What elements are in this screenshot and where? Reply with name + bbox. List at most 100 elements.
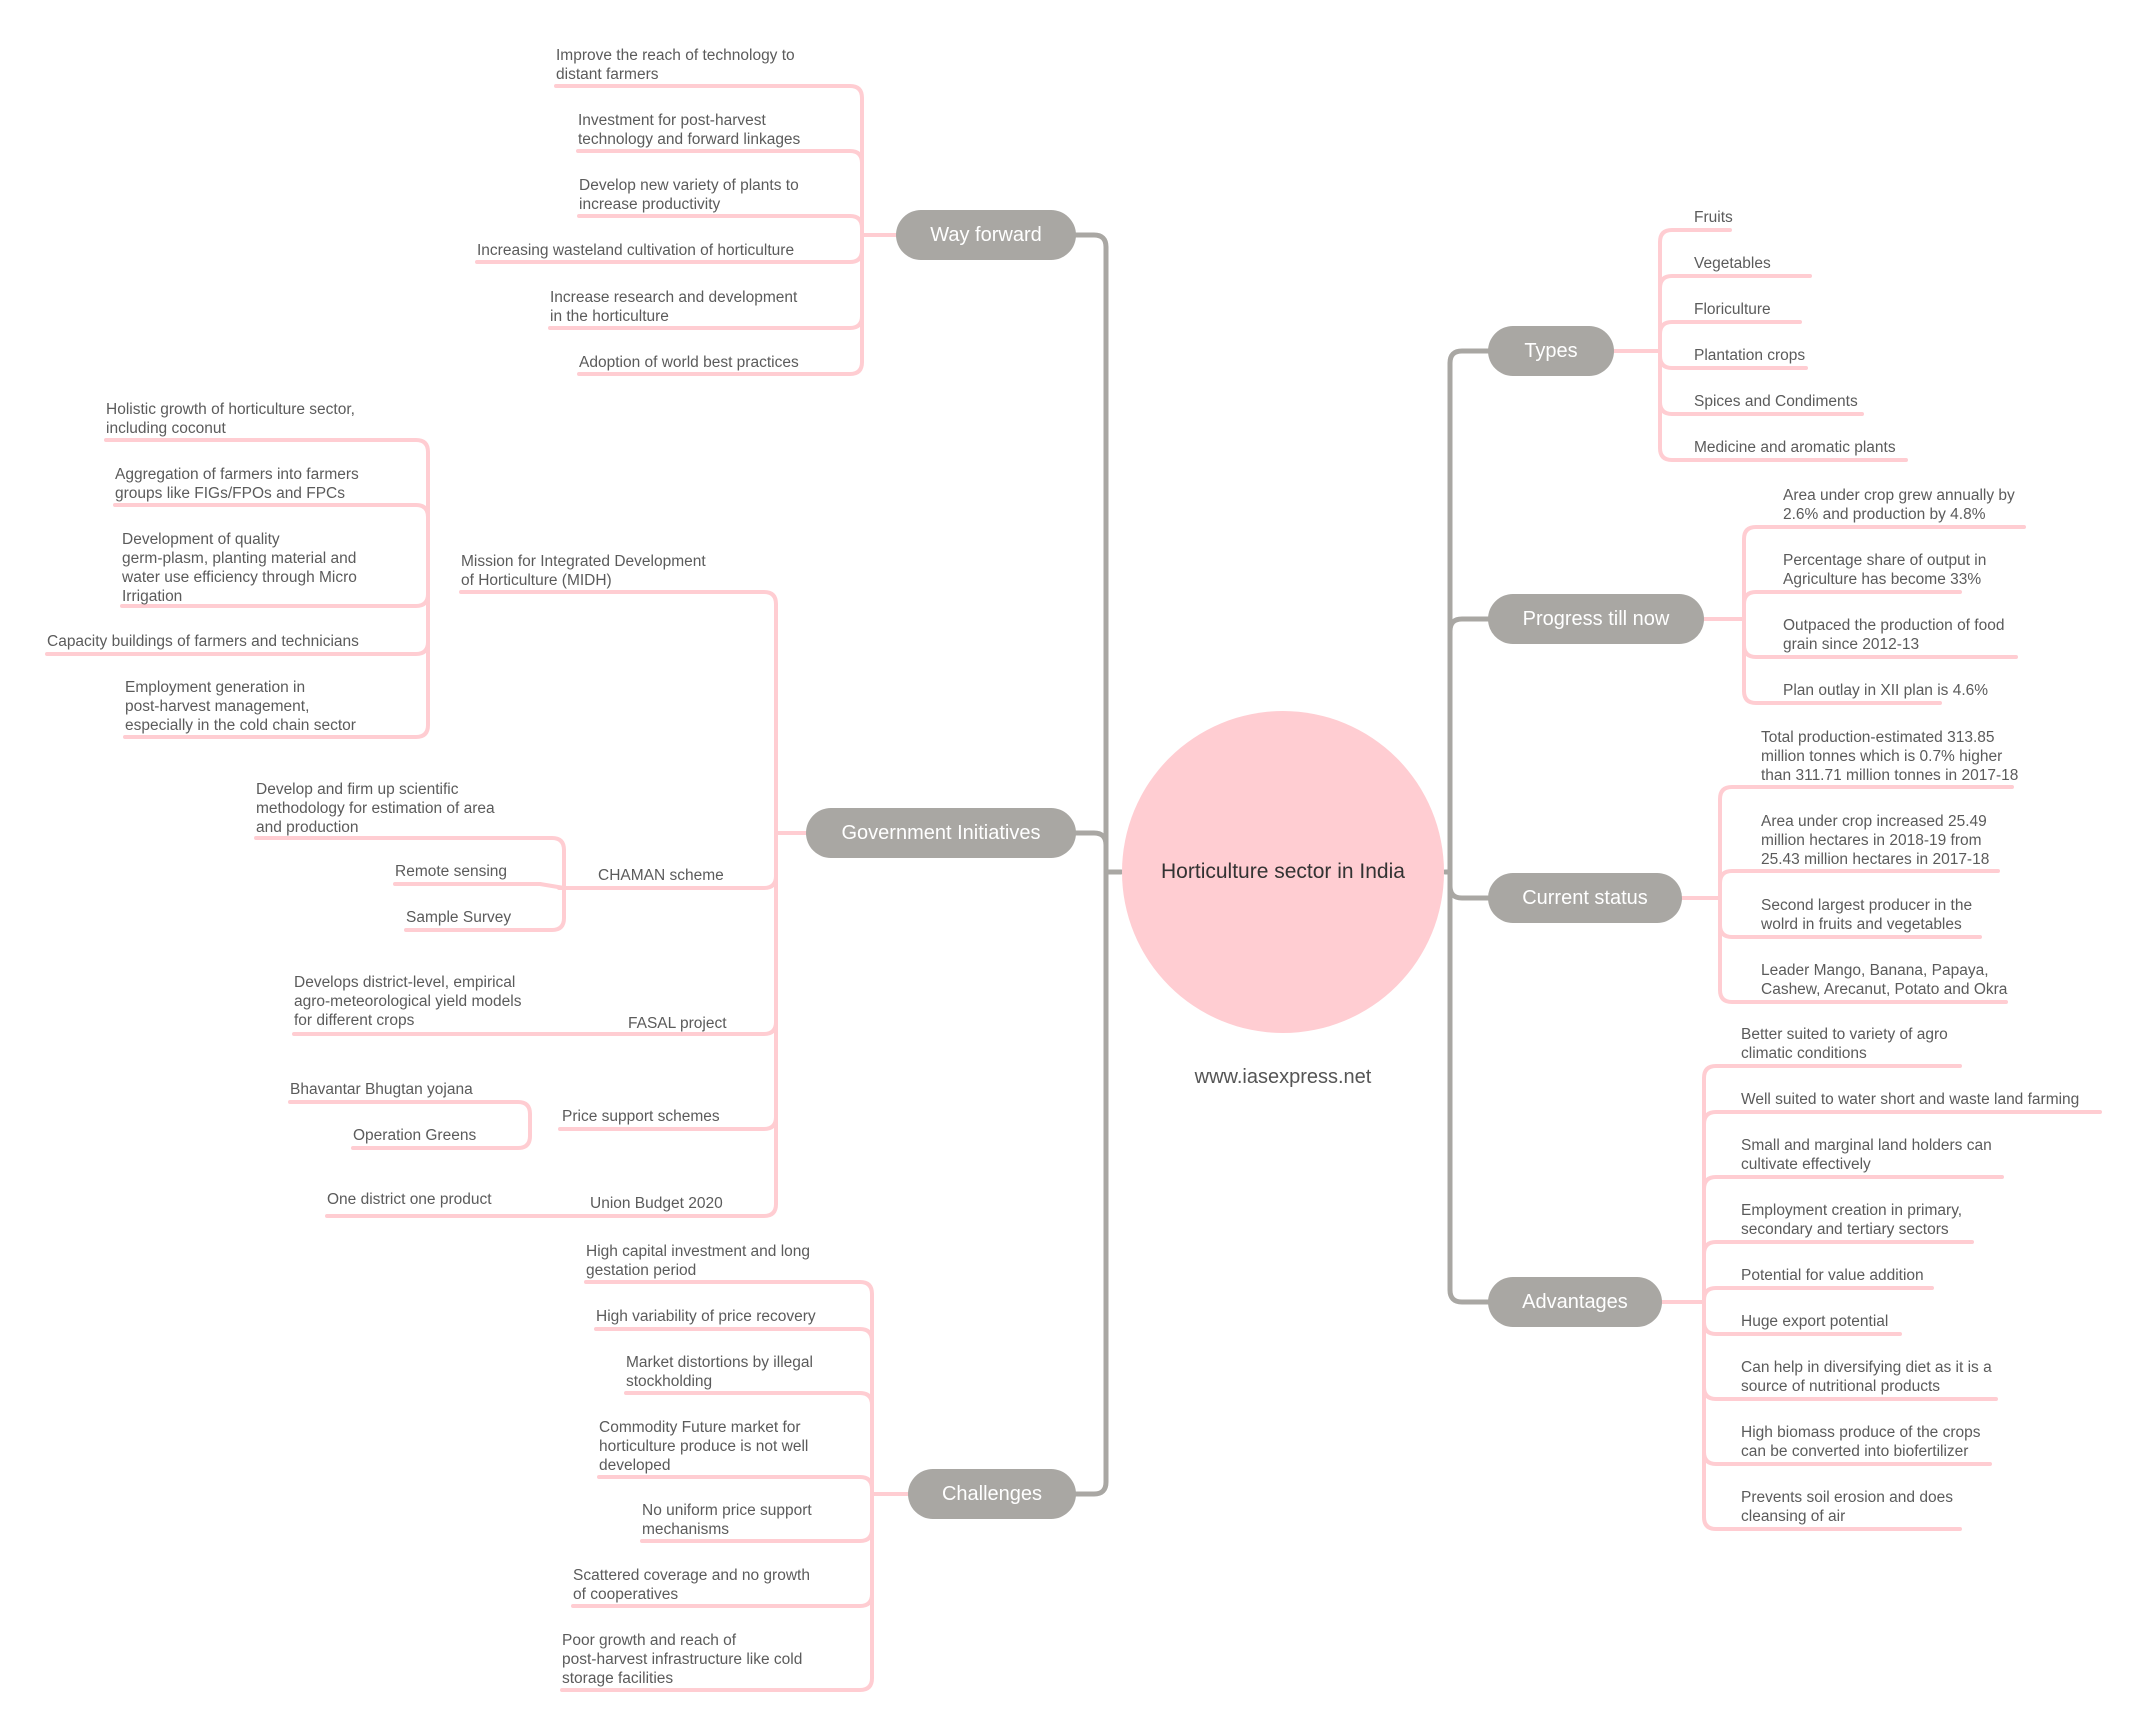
leaf-topic[interactable]: Operation Greens xyxy=(353,1127,477,1144)
leaf-connector xyxy=(1702,1286,1730,1304)
leaf-topic[interactable]: Medicine and aromatic plants xyxy=(1694,439,1896,456)
branch-connector xyxy=(1073,830,1109,875)
branch-connector xyxy=(1073,869,1109,1497)
leaf-topic[interactable]: Percentage share of output in Agricultur… xyxy=(1783,552,1987,588)
leaf-topic[interactable]: Adoption of world best practices xyxy=(579,354,799,371)
leaf-connector xyxy=(834,214,864,237)
leaf-topic[interactable]: Prevents soil erosion and does cleansing… xyxy=(1741,1489,1953,1525)
leaf-connector xyxy=(746,831,778,1218)
leaf-topic[interactable]: High capital investment and long gestati… xyxy=(586,1243,811,1279)
branch-label: Government Initiatives xyxy=(841,821,1041,844)
leaf-connector xyxy=(1702,1300,1730,1336)
leaf-connector xyxy=(1658,274,1686,353)
leaf-topic[interactable]: Plan outlay in XII plan is 4.6% xyxy=(1783,682,1989,699)
leaf-topic[interactable]: Floriculture xyxy=(1694,301,1771,318)
leaf-connector xyxy=(1702,1300,1730,1466)
leaf-connector xyxy=(834,84,864,237)
leaf-topic[interactable]: Second largest producer in the wolrd in … xyxy=(1761,897,1973,933)
leaf-connector xyxy=(400,438,430,594)
leaf-topic[interactable]: Better suited to variety of agro climati… xyxy=(1741,1026,1948,1062)
branch-connector xyxy=(1447,616,1491,875)
subtopic-union-budget[interactable]: Union Budget 2020 xyxy=(590,1195,723,1212)
leaf-topic[interactable]: Leader Mango, Banana, Papaya, Cashew, Ar… xyxy=(1761,962,2008,998)
branch-current-status[interactable]: Current status xyxy=(1488,873,1682,923)
leaf-connector xyxy=(1718,785,1750,900)
leaf-connector xyxy=(834,233,864,376)
leaf-topic[interactable]: Aggregation of farmers into farmers grou… xyxy=(115,466,359,502)
branch-government-initiatives[interactable]: Government Initiatives xyxy=(806,808,1076,858)
leaf-connector xyxy=(1702,1064,1730,1304)
leaf-topic[interactable]: Develop new variety of plants to increas… xyxy=(579,177,799,213)
leaf-connector xyxy=(846,1492,874,1543)
leaf-topic[interactable]: Can help in diversifying diet as it is a… xyxy=(1741,1359,1992,1395)
leaf-topic[interactable]: High variability of price recovery xyxy=(596,1308,816,1325)
branch-advantages[interactable]: Advantages xyxy=(1488,1277,1662,1327)
leaf-connector xyxy=(1718,869,1750,900)
leaf-topic[interactable]: Holistic growth of horticulture sector, … xyxy=(106,401,355,437)
leaf-topic[interactable]: Develop and firm up scientific methodolo… xyxy=(256,781,495,836)
leaf-connector xyxy=(1702,1175,1730,1304)
leaf-connector xyxy=(736,831,778,1036)
leaf-topic[interactable]: Bhavantar Bhugtan yojana xyxy=(290,1081,473,1098)
leaf-connector xyxy=(834,149,864,237)
leaf-connector xyxy=(400,590,430,739)
leaf-topic[interactable]: Improve the reach of technology to dista… xyxy=(556,47,795,83)
leaf-topic[interactable]: Outpaced the production of food grain si… xyxy=(1783,617,2005,653)
leaf-topic[interactable]: Spices and Condiments xyxy=(1694,393,1858,410)
leaf-topic[interactable]: Plantation crops xyxy=(1694,347,1806,364)
leaf-topic[interactable]: Vegetables xyxy=(1694,255,1771,272)
leaf-topic[interactable]: High biomass produce of the crops can be… xyxy=(1741,1424,1981,1460)
leaf-connector xyxy=(846,1492,874,1608)
leaf-topic[interactable]: Market distortions by illegal stockholdi… xyxy=(626,1354,813,1390)
subtopic-fasal[interactable]: FASAL project xyxy=(628,1015,727,1032)
leaf-topic[interactable]: Sample Survey xyxy=(406,909,512,926)
leaf-topic[interactable]: Fruits xyxy=(1694,209,1733,226)
leaf-connector xyxy=(742,590,778,835)
leaf-topic[interactable]: Poor growth and reach of post-harvest in… xyxy=(562,1632,803,1687)
leaf-topic[interactable]: Total production-estimated 313.85 millio… xyxy=(1761,729,2019,784)
subtopic-chaman[interactable]: CHAMAN scheme xyxy=(598,867,724,884)
leaf-topic[interactable]: Commodity Future market for horticulture… xyxy=(599,1419,809,1474)
leaf-topic[interactable]: Huge export potential xyxy=(1741,1313,1889,1330)
leaf-connector xyxy=(1702,1300,1730,1531)
subtopic-price-support[interactable]: Price support schemes xyxy=(562,1108,720,1125)
branch-way-forward[interactable]: Way forward xyxy=(896,210,1076,260)
leaf-topic[interactable]: Capacity buildings of farmers and techni… xyxy=(47,633,359,650)
watermark: www.iasexpress.net xyxy=(1194,1066,1372,1088)
branch-label: Progress till now xyxy=(1522,607,1670,630)
leaf-topic[interactable]: One district one product xyxy=(327,1191,492,1208)
leaf-topic[interactable]: Scattered coverage and no growth of coop… xyxy=(573,1567,810,1603)
branch-types[interactable]: Types xyxy=(1488,326,1614,376)
leaf-topic[interactable]: No uniform price support mechanisms xyxy=(642,1502,812,1538)
leaf-topic[interactable]: Small and marginal land holders can cult… xyxy=(1741,1137,1992,1173)
leaf-connector xyxy=(1658,320,1686,353)
leaf-topic[interactable]: Employment creation in primary, secondar… xyxy=(1741,1202,1963,1238)
branch-connector xyxy=(1447,348,1491,875)
leaf-topic[interactable]: Development of quality germ-plasm, plant… xyxy=(122,531,357,605)
branch-challenges[interactable]: Challenges xyxy=(908,1469,1076,1519)
central-topic[interactable]: Horticulture sector in India xyxy=(1122,711,1444,1033)
leaf-topic[interactable]: Increase research and development in the… xyxy=(550,289,798,325)
leaf-connector xyxy=(1742,617,1772,705)
leaf-topic[interactable]: Area under crop increased 25.49 million … xyxy=(1761,813,1990,868)
leaf-topic[interactable]: Investment for post-harvest technology a… xyxy=(578,112,801,148)
branch-progress[interactable]: Progress till now xyxy=(1488,594,1704,644)
branch-connector xyxy=(1447,869,1491,1305)
leaf-topic[interactable]: Area under crop grew annually by 2.6% an… xyxy=(1783,487,2015,523)
leaf-topic[interactable]: Remote sensing xyxy=(395,863,508,880)
branch-label: Way forward xyxy=(930,223,1042,246)
leaf-connector xyxy=(1658,349,1686,462)
leaf-connector xyxy=(846,1280,874,1496)
leaf-topic[interactable]: Develops district-level, empirical agro-… xyxy=(294,974,522,1029)
leaf-connector xyxy=(400,590,430,608)
leaf-topic[interactable]: Employment generation in post-harvest ma… xyxy=(125,679,356,734)
leaf-connector xyxy=(1742,525,1772,621)
leaf-topic[interactable]: Potential for value addition xyxy=(1741,1267,1924,1284)
leaf-connector xyxy=(400,503,430,594)
subtopic-midh[interactable]: Mission for Integrated Development of Ho… xyxy=(461,553,706,589)
leaf-topic[interactable]: Well suited to water short and waste lan… xyxy=(1741,1091,2080,1108)
leaf-topic[interactable]: Increasing wasteland cultivation of hort… xyxy=(477,242,795,259)
leaf-connector xyxy=(538,882,566,890)
